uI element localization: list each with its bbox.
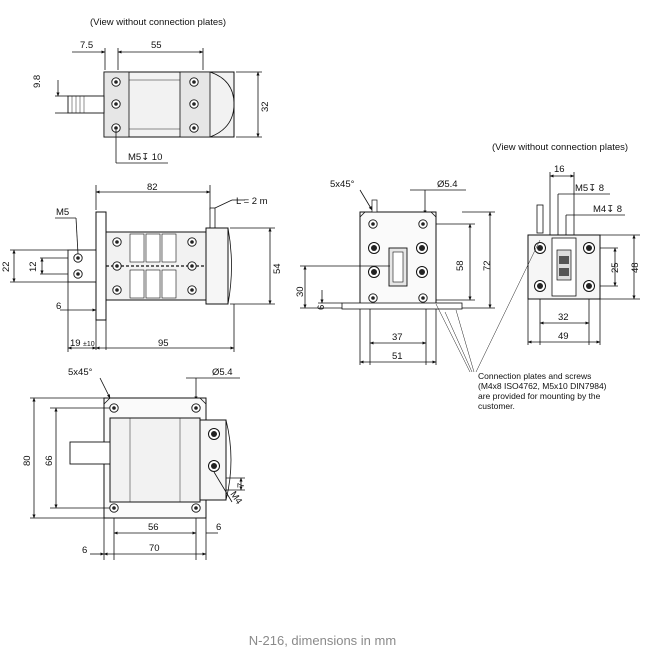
dim-12: 12 bbox=[28, 261, 39, 272]
dim-25: 25 bbox=[610, 262, 621, 273]
dim-58: 58 bbox=[455, 260, 466, 271]
dim-m5-10: M5↧ 10 bbox=[128, 152, 162, 163]
dim-m4: M4 bbox=[228, 489, 245, 506]
bottom-view: 5x45° Ø5.4 80 66 7 bbox=[22, 367, 247, 560]
dim-7: 7 bbox=[236, 483, 247, 488]
side-view: (View without connection plates) 16 M5↧ … bbox=[492, 142, 641, 345]
figure-caption: N-216, dimensions in mm bbox=[248, 633, 397, 648]
dim-m5-8: M5↧ 8 bbox=[575, 183, 604, 194]
dim-66: 66 bbox=[44, 455, 55, 466]
dim-chamfer-bottom: 5x45° bbox=[68, 367, 93, 378]
dim-54: 54 bbox=[272, 263, 283, 274]
dim-95: 95 bbox=[158, 338, 169, 349]
dim-30: 30 bbox=[295, 286, 306, 297]
dim-70: 70 bbox=[149, 543, 160, 554]
dim-chamfer: 5x45° bbox=[330, 179, 355, 190]
dim-dia: Ø5.4 bbox=[437, 179, 458, 190]
dim-22: 22 bbox=[1, 261, 12, 272]
connection-note-line-1: Connection plates and screws bbox=[478, 371, 591, 381]
dim-82: 82 bbox=[147, 182, 158, 193]
view-note-right: (View without connection plates) bbox=[492, 142, 628, 153]
dim-6-left: 6 bbox=[82, 545, 87, 556]
dim-m5: M5 bbox=[56, 207, 69, 218]
dim-72: 72 bbox=[482, 260, 493, 271]
dim-dia-bottom: Ø5.4 bbox=[212, 367, 233, 378]
connection-note-line-3: are provided for mounting by the bbox=[478, 391, 601, 401]
dim-6-right: 6 bbox=[216, 522, 221, 533]
dim-80: 80 bbox=[22, 455, 33, 466]
view-note-top: (View without connection plates) bbox=[90, 17, 226, 28]
dim-32: 32 bbox=[260, 101, 271, 112]
dim-7-5: 7.5 bbox=[80, 40, 93, 51]
dim-cable: L = 2 m bbox=[236, 196, 268, 207]
dim-49: 49 bbox=[558, 331, 569, 342]
connection-note-line-4: customer. bbox=[478, 401, 515, 411]
dim-32-side: 32 bbox=[558, 312, 569, 323]
dim-56: 56 bbox=[148, 522, 159, 533]
dim-55: 55 bbox=[151, 40, 162, 51]
connection-note: Connection plates and screws (M4x8 ISO47… bbox=[435, 239, 607, 411]
connection-note-line-2: (M4x8 ISO4762, M5x10 DIN7984) bbox=[478, 381, 607, 391]
dim-16: 16 bbox=[554, 164, 565, 175]
dim-19-tolerance: ±10 bbox=[83, 341, 95, 348]
dim-51: 51 bbox=[392, 351, 403, 362]
top-view: (View without connection plates) 7.5 55 bbox=[32, 17, 271, 164]
dim-6-end: 6 bbox=[316, 305, 327, 310]
front-view: 82 L = 2 m M5 bbox=[1, 182, 283, 352]
end-view: 5x45° Ø5.4 58 72 30 bbox=[295, 179, 495, 365]
dim-48: 48 bbox=[630, 262, 641, 273]
dim-6: 6 bbox=[56, 301, 61, 312]
dim-9-8: 9.8 bbox=[32, 75, 43, 88]
dim-m4-8: M4↧ 8 bbox=[593, 204, 622, 215]
dim-37: 37 bbox=[392, 332, 403, 343]
dim-19: 19 bbox=[70, 338, 81, 349]
